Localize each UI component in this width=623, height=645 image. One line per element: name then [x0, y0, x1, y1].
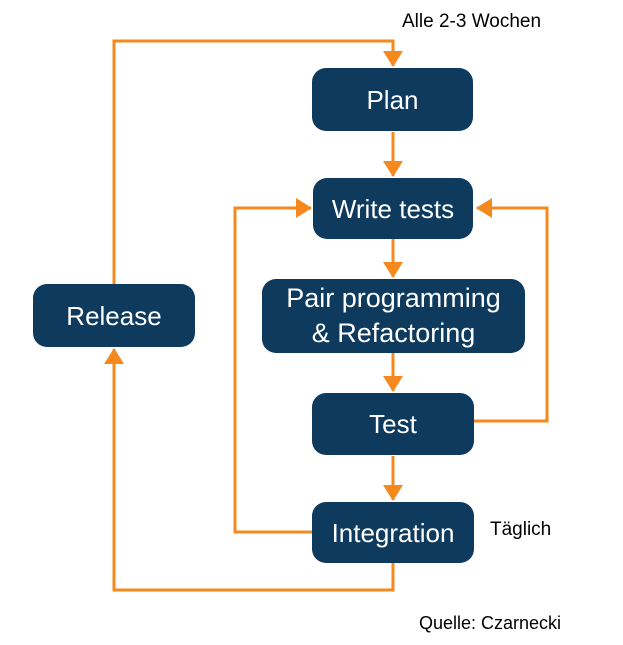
edge-integration-to-release [104, 348, 395, 592]
node-integration-label: Integration [331, 517, 455, 548]
node-test: Test [312, 393, 474, 455]
node-plan-label: Plan [366, 84, 419, 115]
node-release: Release [33, 284, 195, 347]
label-daily: Täglich [490, 519, 552, 540]
node-write-tests: Write tests [313, 178, 473, 239]
node-pair-programming-label: Pair programming & Refactoring [286, 283, 501, 348]
edge-integration-to-write-tests [233, 198, 313, 534]
node-write-tests-label: Write tests [331, 193, 455, 224]
node-test-label: Test [369, 409, 417, 439]
node-integration: Integration [312, 502, 474, 563]
node-pair-programming: Pair programming & Refactoring [262, 279, 525, 353]
node-plan: Plan [312, 68, 473, 131]
label-source: Quelle: Czarnecki [419, 613, 562, 633]
label-cycle-frequency: Alle 2-3 Wochen [402, 11, 542, 32]
node-release-label: Release [66, 300, 162, 331]
edge-test-to-write-tests [474, 198, 549, 423]
edge-release-to-plan [112, 39, 403, 285]
